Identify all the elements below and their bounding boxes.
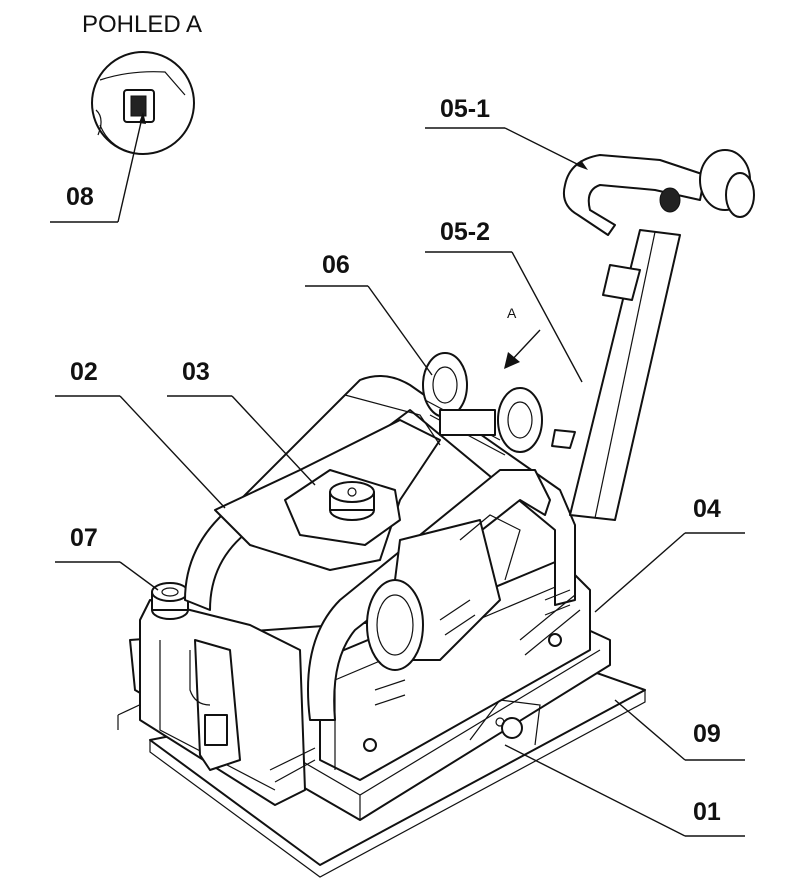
callout-label: 01 — [693, 798, 721, 826]
callout-09: 09 — [614, 699, 745, 761]
callout-02: 02 — [55, 358, 226, 509]
callout-06: 06 — [305, 251, 433, 376]
water-tank — [139, 599, 316, 806]
callout-label: 07 — [70, 524, 98, 552]
detail-view-circle — [91, 51, 195, 155]
callout-label: 08 — [66, 183, 94, 211]
callout-05-2: 05-2 — [425, 218, 583, 383]
callout-03: 03 — [167, 358, 316, 486]
callout-label: 09 — [693, 720, 721, 748]
water-tank-cap — [151, 582, 189, 620]
guide-handle — [562, 149, 755, 236]
callout-label: 05-1 — [440, 95, 490, 123]
view-arrow-a: A — [504, 305, 541, 369]
callout-04: 04 — [594, 495, 745, 613]
callout-07: 07 — [55, 524, 159, 591]
detail-view-title: POHLED A — [82, 11, 202, 38]
callout-label: 06 — [322, 251, 350, 279]
engine — [366, 514, 521, 671]
callout-01: 01 — [504, 744, 745, 837]
callout-05-1: 05-1 — [425, 95, 588, 170]
callout-label: 04 — [693, 495, 721, 523]
handle-shaft — [551, 229, 681, 521]
callout-08: 08 — [50, 112, 146, 223]
fuel-cap — [329, 481, 375, 521]
callout-label: 05-2 — [440, 218, 490, 246]
callout-label: 02 — [70, 358, 98, 386]
callout-label: 03 — [182, 358, 210, 386]
view-arrow-label: A — [507, 305, 517, 321]
transport-wheels — [422, 352, 543, 456]
